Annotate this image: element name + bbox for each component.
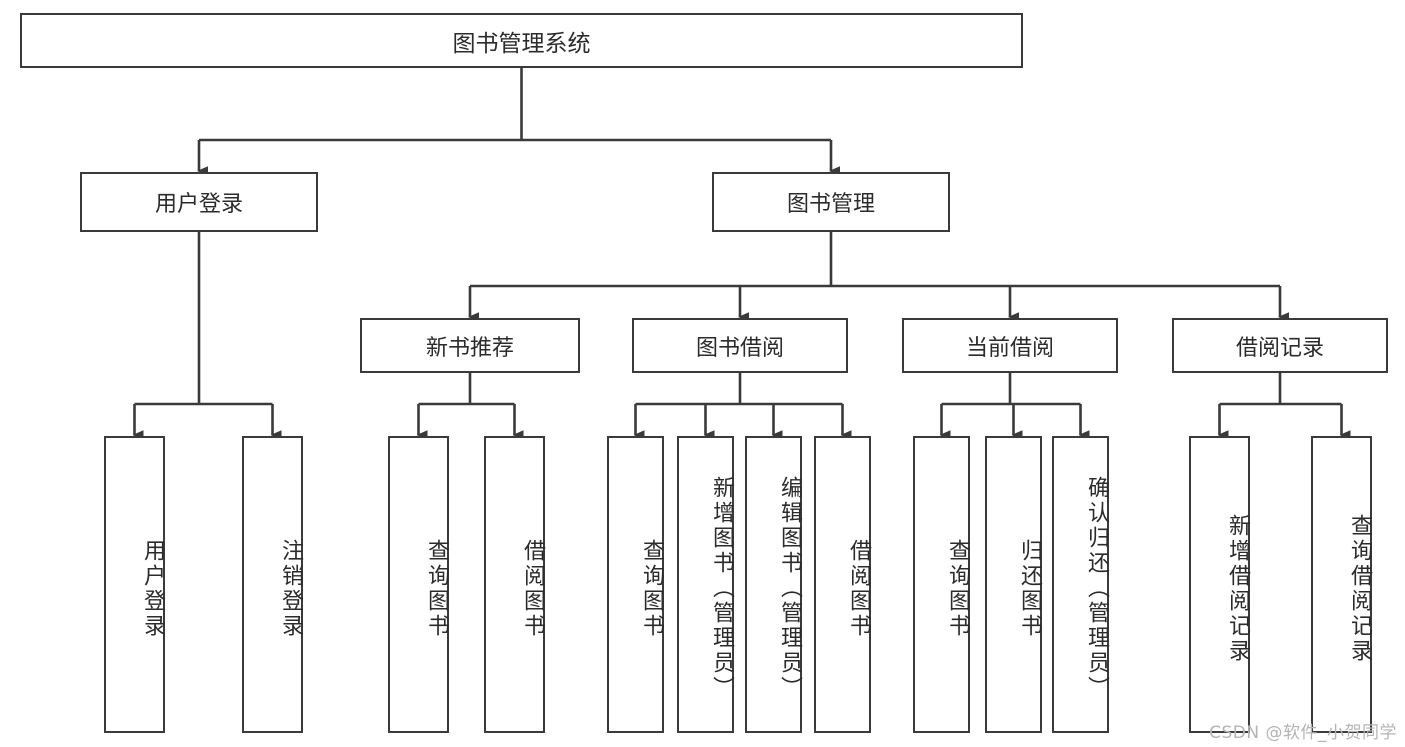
node-leaf-rec-1[interactable]: 查询图书	[388, 436, 449, 733]
node-recommend[interactable]: 新书推荐	[360, 318, 580, 373]
node-label: 图书借阅	[695, 335, 784, 361]
node-leaf-bor-4[interactable]: 借阅图书	[814, 436, 871, 733]
node-leaf-cur-2[interactable]: 归还图书	[985, 436, 1042, 733]
node-label: 编辑图书（管理员）	[777, 476, 802, 701]
node-label: 查询借阅记录	[1347, 513, 1372, 664]
node-label: 借阅图书	[846, 538, 871, 639]
node-label: 归还图书	[1017, 538, 1042, 639]
node-label: 查询图书	[945, 538, 970, 639]
node-leaf-bor-2[interactable]: 新增图书（管理员）	[677, 436, 734, 733]
node-leaf-login-1[interactable]: 用户登录	[104, 436, 165, 733]
node-label: 新增图书（管理员）	[709, 476, 734, 701]
node-leaf-bor-1[interactable]: 查询图书	[607, 436, 664, 733]
node-label: 图书管理	[786, 192, 875, 217]
node-login[interactable]: 用户登录	[80, 172, 318, 232]
node-label: 新增借阅记录	[1225, 513, 1250, 664]
node-leaf-cur-3[interactable]: 确认归还（管理员）	[1052, 436, 1109, 733]
node-leaf-rcd-1[interactable]: 新增借阅记录	[1189, 436, 1250, 733]
node-records[interactable]: 借阅记录	[1172, 318, 1388, 373]
node-label: 借阅记录	[1235, 335, 1324, 361]
node-label: 借阅图书	[520, 538, 545, 639]
node-leaf-cur-1[interactable]: 查询图书	[913, 436, 970, 733]
node-label: 图书管理系统	[452, 30, 591, 57]
node-label: 确认归还（管理员）	[1084, 476, 1109, 701]
node-label: 注销登录	[278, 538, 303, 639]
node-leaf-bor-3[interactable]: 编辑图书（管理员）	[745, 436, 802, 733]
node-label: 用户登录	[140, 538, 165, 639]
node-root[interactable]: 图书管理系统	[20, 13, 1023, 68]
node-leaf-rcd-2[interactable]: 查询借阅记录	[1311, 436, 1372, 733]
node-current[interactable]: 当前借阅	[902, 318, 1118, 373]
node-label: 查询图书	[424, 538, 449, 639]
node-label: 用户登录	[154, 192, 243, 217]
node-label: 查询图书	[639, 538, 664, 639]
node-leaf-login-2[interactable]: 注销登录	[242, 436, 303, 733]
node-label: 当前借阅	[965, 335, 1054, 361]
node-label: 新书推荐	[425, 335, 514, 361]
node-leaf-rec-2[interactable]: 借阅图书	[484, 436, 545, 733]
node-bookmgmt[interactable]: 图书管理	[712, 172, 950, 232]
node-borrow[interactable]: 图书借阅	[632, 318, 848, 373]
